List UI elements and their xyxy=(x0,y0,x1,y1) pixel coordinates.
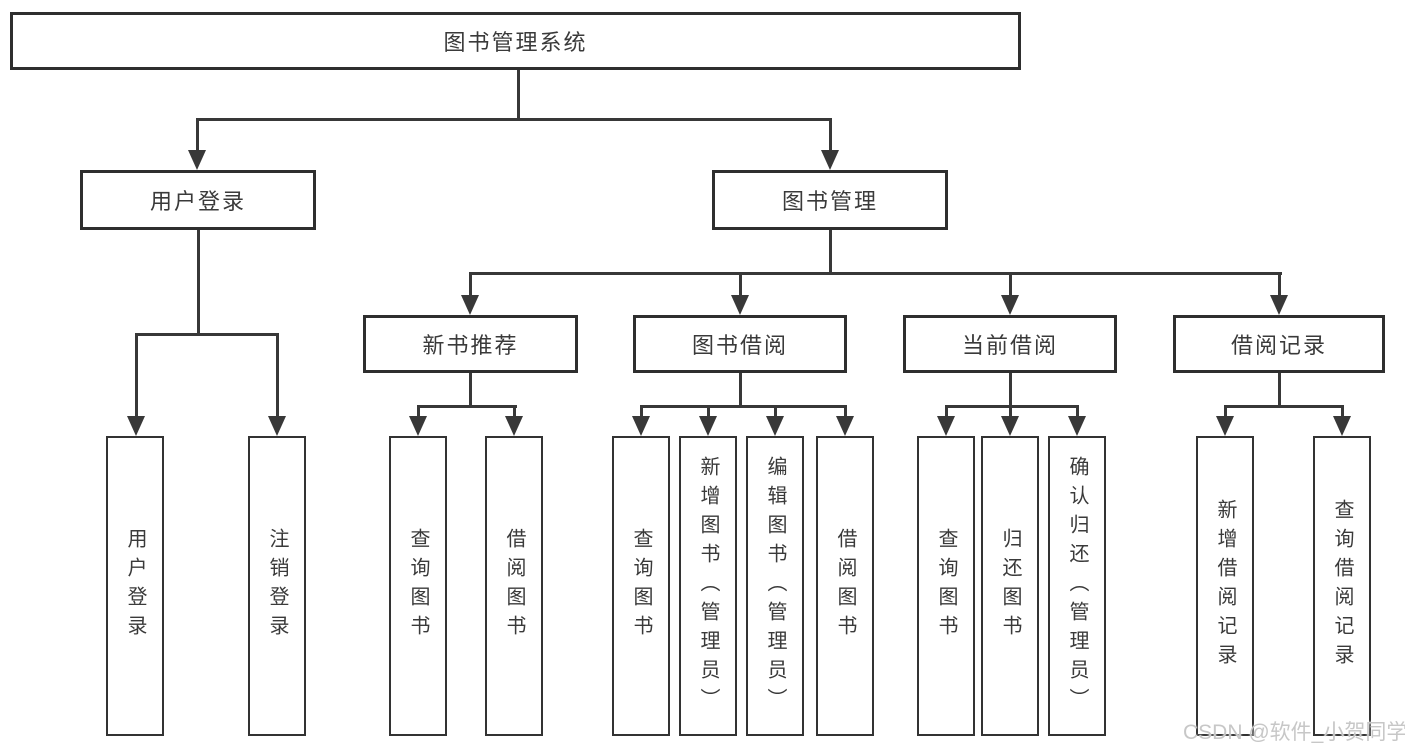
leaf-records-add-label: 新增借阅记录 xyxy=(1214,499,1236,673)
leaf-borrow-edit: 编辑图书（管理员） xyxy=(746,436,804,736)
connector-line xyxy=(513,405,516,416)
leaf-borrow-edit-label: 编辑图书（管理员） xyxy=(764,455,786,717)
connector-line xyxy=(1278,373,1281,407)
arrow-down-icon xyxy=(409,416,427,436)
arrow-down-icon xyxy=(188,150,206,170)
csdn-watermark: CSDN @软件_小贺同学 xyxy=(1183,721,1405,744)
connector-line xyxy=(135,333,278,336)
connector-line xyxy=(945,405,948,416)
arrow-down-icon xyxy=(699,416,717,436)
leaf-current-return: 归还图书 xyxy=(981,436,1039,736)
leaf-current-confirm-label: 确认归还（管理员） xyxy=(1066,455,1088,717)
connector-line xyxy=(196,118,199,150)
arrow-down-icon xyxy=(505,416,523,436)
node-root-label: 图书管理系统 xyxy=(443,30,588,55)
connector-line xyxy=(640,405,847,408)
connector-line xyxy=(469,373,472,407)
node-borrow-records: 借阅记录 xyxy=(1173,315,1385,373)
leaf-user-login-label: 用户登录 xyxy=(124,528,146,644)
leaf-borrow-borrow: 借阅图书 xyxy=(816,436,874,736)
leaf-borrow-query: 查询图书 xyxy=(612,436,670,736)
connector-line xyxy=(469,272,1282,275)
leaf-records-query: 查询借阅记录 xyxy=(1313,436,1371,736)
connector-line xyxy=(1224,405,1227,416)
arrow-down-icon xyxy=(268,416,286,436)
connector-line xyxy=(417,405,517,408)
connector-line xyxy=(774,405,777,416)
connector-line xyxy=(1224,405,1344,408)
connector-line xyxy=(1009,373,1012,407)
arrow-down-icon xyxy=(127,416,145,436)
connector-line xyxy=(1341,405,1344,416)
connector-line xyxy=(196,118,832,121)
node-book-borrow: 图书借阅 xyxy=(633,315,847,373)
connector-line xyxy=(739,373,742,407)
node-book-management-label: 图书管理 xyxy=(781,189,878,214)
arrow-down-icon xyxy=(1068,416,1086,436)
connector-line xyxy=(276,333,279,416)
connector-line xyxy=(517,70,520,120)
node-root: 图书管理系统 xyxy=(10,12,1021,70)
arrow-down-icon xyxy=(731,295,749,315)
node-book-borrow-label: 图书借阅 xyxy=(691,333,788,358)
arrow-down-icon xyxy=(1270,295,1288,315)
node-new-book-recommend: 新书推荐 xyxy=(363,315,578,373)
leaf-logout: 注销登录 xyxy=(248,436,306,736)
node-borrow-records-label: 借阅记录 xyxy=(1230,333,1327,358)
arrow-down-icon xyxy=(1333,416,1351,436)
arrow-down-icon xyxy=(937,416,955,436)
arrow-down-icon xyxy=(766,416,784,436)
leaf-newbook-borrow: 借阅图书 xyxy=(485,436,543,736)
connector-line xyxy=(135,333,138,416)
connector-line xyxy=(1278,272,1281,295)
arrow-down-icon xyxy=(1216,416,1234,436)
connector-line xyxy=(739,272,742,295)
node-user-login: 用户登录 xyxy=(80,170,316,230)
node-new-book-recommend-label: 新书推荐 xyxy=(422,333,519,358)
leaf-records-add: 新增借阅记录 xyxy=(1196,436,1254,736)
connector-line xyxy=(197,230,200,335)
arrow-down-icon xyxy=(836,416,854,436)
connector-line xyxy=(707,405,710,416)
leaf-current-query: 查询图书 xyxy=(917,436,975,736)
leaf-borrow-query-label: 查询图书 xyxy=(630,528,652,644)
connector-line xyxy=(417,405,420,416)
leaf-logout-label: 注销登录 xyxy=(266,528,288,644)
connector-line xyxy=(640,405,643,416)
connector-line xyxy=(1009,272,1012,295)
leaf-current-query-label: 查询图书 xyxy=(935,528,957,644)
leaf-current-confirm: 确认归还（管理员） xyxy=(1048,436,1106,736)
leaf-current-return-label: 归还图书 xyxy=(999,528,1021,644)
leaf-borrow-add-label: 新增图书（管理员） xyxy=(697,455,719,717)
leaf-borrow-add: 新增图书（管理员） xyxy=(679,436,737,736)
connector-line xyxy=(829,230,832,274)
arrow-down-icon xyxy=(1001,416,1019,436)
leaf-newbook-borrow-label: 借阅图书 xyxy=(503,528,525,644)
leaf-borrow-borrow-label: 借阅图书 xyxy=(834,528,856,644)
leaf-newbook-query-label: 查询图书 xyxy=(407,528,429,644)
node-current-borrow: 当前借阅 xyxy=(903,315,1117,373)
node-current-borrow-label: 当前借阅 xyxy=(961,333,1058,358)
leaf-records-query-label: 查询借阅记录 xyxy=(1331,499,1353,673)
connector-line xyxy=(1076,405,1079,416)
leaf-newbook-query: 查询图书 xyxy=(389,436,447,736)
arrow-down-icon xyxy=(461,295,479,315)
connector-line xyxy=(469,272,472,295)
leaf-user-login: 用户登录 xyxy=(106,436,164,736)
arrow-down-icon xyxy=(1001,295,1019,315)
arrow-down-icon xyxy=(821,150,839,170)
connector-line xyxy=(844,405,847,416)
node-book-management: 图书管理 xyxy=(712,170,948,230)
connector-line xyxy=(1009,405,1012,416)
connector-line xyxy=(829,118,832,150)
node-user-login-label: 用户登录 xyxy=(149,189,246,214)
arrow-down-icon xyxy=(632,416,650,436)
